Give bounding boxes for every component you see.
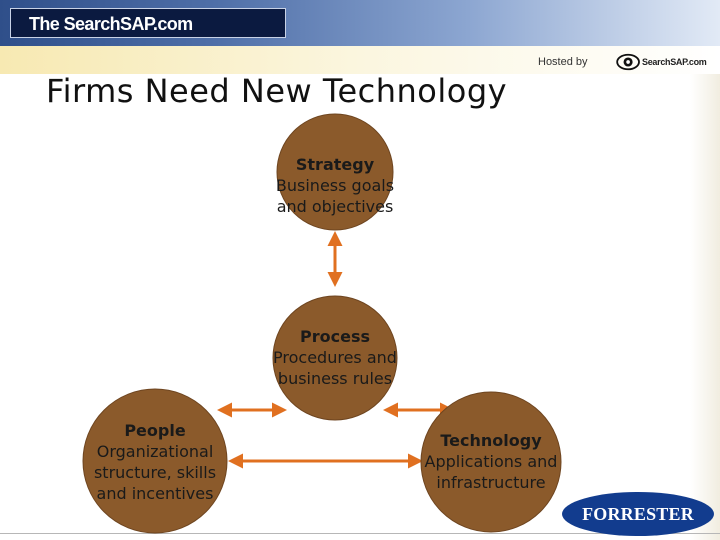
technology-node [420, 391, 562, 533]
technology-line-2: infrastructure [436, 473, 546, 492]
people-node [82, 388, 228, 534]
strategy-label: Strategy Business goals and objectives [255, 154, 415, 217]
strategy-node [276, 113, 394, 231]
people-label: People Organizational structure, skills … [75, 420, 235, 504]
footer-divider [0, 533, 720, 534]
host-logo-text: SearchSAP.com [642, 57, 707, 67]
process-line-1: Procedures and [273, 348, 397, 367]
hosted-by-label: Hosted by [538, 56, 588, 68]
eye-logo-icon [616, 53, 640, 71]
technology-label: Technology Applications and infrastructu… [406, 430, 576, 493]
forrester-logo: FORRESTER [562, 492, 714, 536]
process-line-2: business rules [277, 369, 393, 388]
technology-line-1: Applications and [424, 452, 558, 471]
process-label: Process Procedures and business rules [250, 326, 420, 389]
people-line-1: Organizational [96, 442, 214, 461]
technology-title: Technology [440, 431, 542, 450]
right-accent-strip [690, 74, 720, 540]
subheader-bar [0, 46, 720, 74]
people-title: People [124, 421, 186, 440]
strategy-line-1: Business goals [275, 176, 395, 195]
people-line-2: structure, skills [93, 463, 217, 482]
process-node [272, 295, 398, 421]
process-title: Process [300, 327, 370, 346]
people-line-3: and incentives [96, 484, 214, 503]
slide-title: Firms Need New Technology [46, 72, 508, 110]
strategy-line-2: and objectives [276, 197, 394, 216]
strategy-title: Strategy [295, 155, 375, 174]
